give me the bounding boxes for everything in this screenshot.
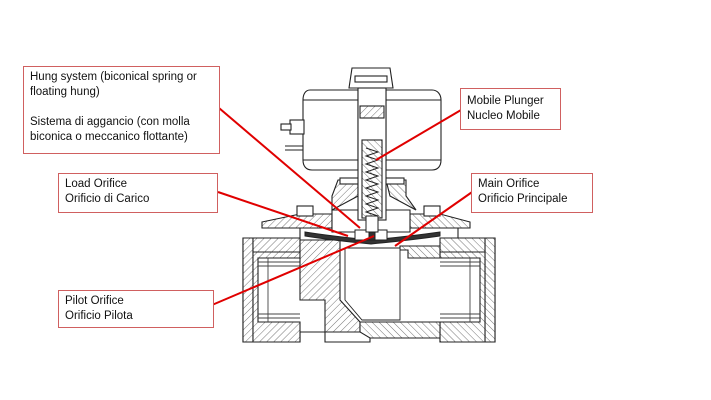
mobile-plunger-line-2: Nucleo Mobile (467, 110, 540, 122)
main-orifice-line-2: Orificio Principale (478, 193, 568, 205)
mobile-plunger-line-1: Mobile Plunger (467, 95, 544, 107)
connector-pin (289, 119, 305, 135)
main-orifice-line-1: Main Orifice (478, 178, 540, 190)
leader-load-orifice (217, 191, 349, 237)
hung-system-line-4: biconica o meccanico flottante) (30, 131, 188, 143)
coil (280, 67, 442, 171)
right-port-threads (440, 258, 480, 322)
right-bolt-head (423, 205, 441, 217)
left-port-threads (258, 258, 300, 322)
leader-pilot-orifice (211, 235, 375, 306)
valve-body (242, 227, 496, 343)
hung-system-line-3: Sistema di aggancio (con molla (30, 116, 190, 128)
leader-mobile-plunger (375, 109, 462, 161)
callout-mobile-plunger: Mobile Plunger Nucleo Mobile (460, 88, 561, 130)
callout-load-orifice: Load Orifice Orificio di Carico (58, 173, 218, 213)
hung-system-line-1: Hung system (biconical spring or (30, 71, 197, 83)
pilot-orifice-line-2: Orificio Pilota (65, 310, 133, 322)
pilot-orifice-line-1: Pilot Orifice (65, 295, 124, 307)
hung-system-line-2: floating hung) (30, 86, 100, 98)
leader-hung-system (218, 107, 361, 229)
load-orifice-line-2: Orificio di Carico (65, 193, 150, 205)
callout-main-orifice: Main Orifice Orificio Principale (471, 173, 593, 213)
load-orifice-line-1: Load Orifice (65, 178, 128, 190)
callout-pilot-orifice: Pilot Orifice Orificio Pilota (58, 290, 214, 328)
leader-lines (211, 107, 476, 306)
left-bolt-head (296, 205, 314, 217)
callout-hung-system: Hung system (biconical spring or floatin… (23, 66, 220, 154)
leader-main-orifice (394, 189, 476, 247)
